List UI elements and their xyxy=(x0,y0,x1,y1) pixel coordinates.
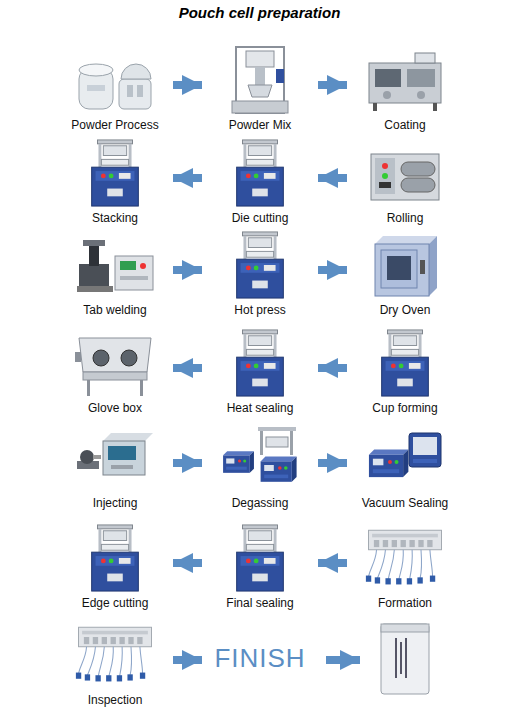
step-label: Final sealing xyxy=(204,595,316,611)
flow-arrow xyxy=(318,266,347,274)
injecting-machine xyxy=(77,433,153,475)
powder-process-machine xyxy=(79,64,151,109)
process-step: Cup forming xyxy=(349,328,461,416)
step-label: Rolling xyxy=(349,210,461,226)
step-label: Coating xyxy=(349,117,461,133)
glove-box xyxy=(75,338,151,396)
process-step: Hot press xyxy=(204,230,316,318)
step-label: Injecting xyxy=(59,495,171,511)
process-step: Coating xyxy=(349,45,461,133)
process-step: Rolling xyxy=(349,138,461,226)
edge-cutting-machine xyxy=(92,525,139,591)
degassing-machine xyxy=(223,427,297,482)
step-label: Formation xyxy=(349,595,461,611)
process-step: Tab welding xyxy=(59,230,171,318)
stacking-machine xyxy=(92,140,139,206)
flow-arrow xyxy=(173,364,202,372)
flow-arrow xyxy=(173,266,202,274)
step-label: Degassing xyxy=(204,495,316,511)
step-label: Cup forming xyxy=(349,400,461,416)
flow-arrow xyxy=(173,656,202,664)
step-label: Glove box xyxy=(59,400,171,416)
flow-arrow xyxy=(173,174,202,182)
process-step: Vacuum Sealing xyxy=(349,423,461,511)
process-step: Die cutting xyxy=(204,138,316,226)
dry-oven xyxy=(375,236,437,296)
step-label: Heat sealing xyxy=(204,400,316,416)
step-label: Dry Oven xyxy=(349,302,461,318)
flow-arrow xyxy=(173,459,202,467)
process-step: Powder Process xyxy=(59,45,171,133)
flow-arrow xyxy=(318,174,347,182)
process-step: Injecting xyxy=(59,423,171,511)
step-label: Inspection xyxy=(59,692,171,708)
flow-arrow xyxy=(173,559,202,567)
flow-arrow xyxy=(318,81,347,89)
step-label: Stacking xyxy=(59,210,171,226)
flow-arrow xyxy=(173,81,202,89)
tab-welding-machine xyxy=(77,240,153,292)
step-label: Edge cutting xyxy=(59,595,171,611)
die-cutting-machine xyxy=(237,140,284,206)
process-step: Glove box xyxy=(59,328,171,416)
step-label: Hot press xyxy=(204,302,316,318)
rolling-machine xyxy=(371,154,439,200)
flow-arrow xyxy=(318,364,347,372)
flow-arrow xyxy=(318,459,347,467)
process-step: Edge cutting xyxy=(59,523,171,611)
cup-forming-machine xyxy=(382,330,429,396)
step-label: Vacuum Sealing xyxy=(349,495,461,511)
step-label: Tab welding xyxy=(59,302,171,318)
step-label: Powder Process xyxy=(59,117,171,133)
process-step: Inspection xyxy=(59,620,171,708)
pouch-battery xyxy=(381,624,429,694)
final-sealing-machine xyxy=(237,525,284,591)
process-step: Formation xyxy=(349,523,461,611)
flow-arrow xyxy=(326,656,360,664)
process-step: Powder Mix xyxy=(204,45,316,133)
coating-machine xyxy=(369,53,441,111)
heat-sealing-machine xyxy=(237,330,284,396)
process-step: Heat sealing xyxy=(204,328,316,416)
inspection-tester xyxy=(76,627,152,681)
powder-mix-machine xyxy=(232,47,288,113)
step-label: Die cutting xyxy=(204,210,316,226)
process-step: Degassing xyxy=(204,423,316,511)
formation-tester xyxy=(366,530,442,584)
process-step: Dry Oven xyxy=(349,230,461,318)
step-label: FINISH xyxy=(204,642,316,674)
hot-press-machine xyxy=(237,232,284,298)
diagram-title: Pouch cell preparation xyxy=(0,4,519,21)
vacuum-sealing-machine xyxy=(369,433,441,477)
process-step: Final sealing xyxy=(204,523,316,611)
flow-arrow xyxy=(318,559,347,567)
finish-label: FINISH xyxy=(204,620,316,708)
process-step: Stacking xyxy=(59,138,171,226)
step-label: Powder Mix xyxy=(204,117,316,133)
